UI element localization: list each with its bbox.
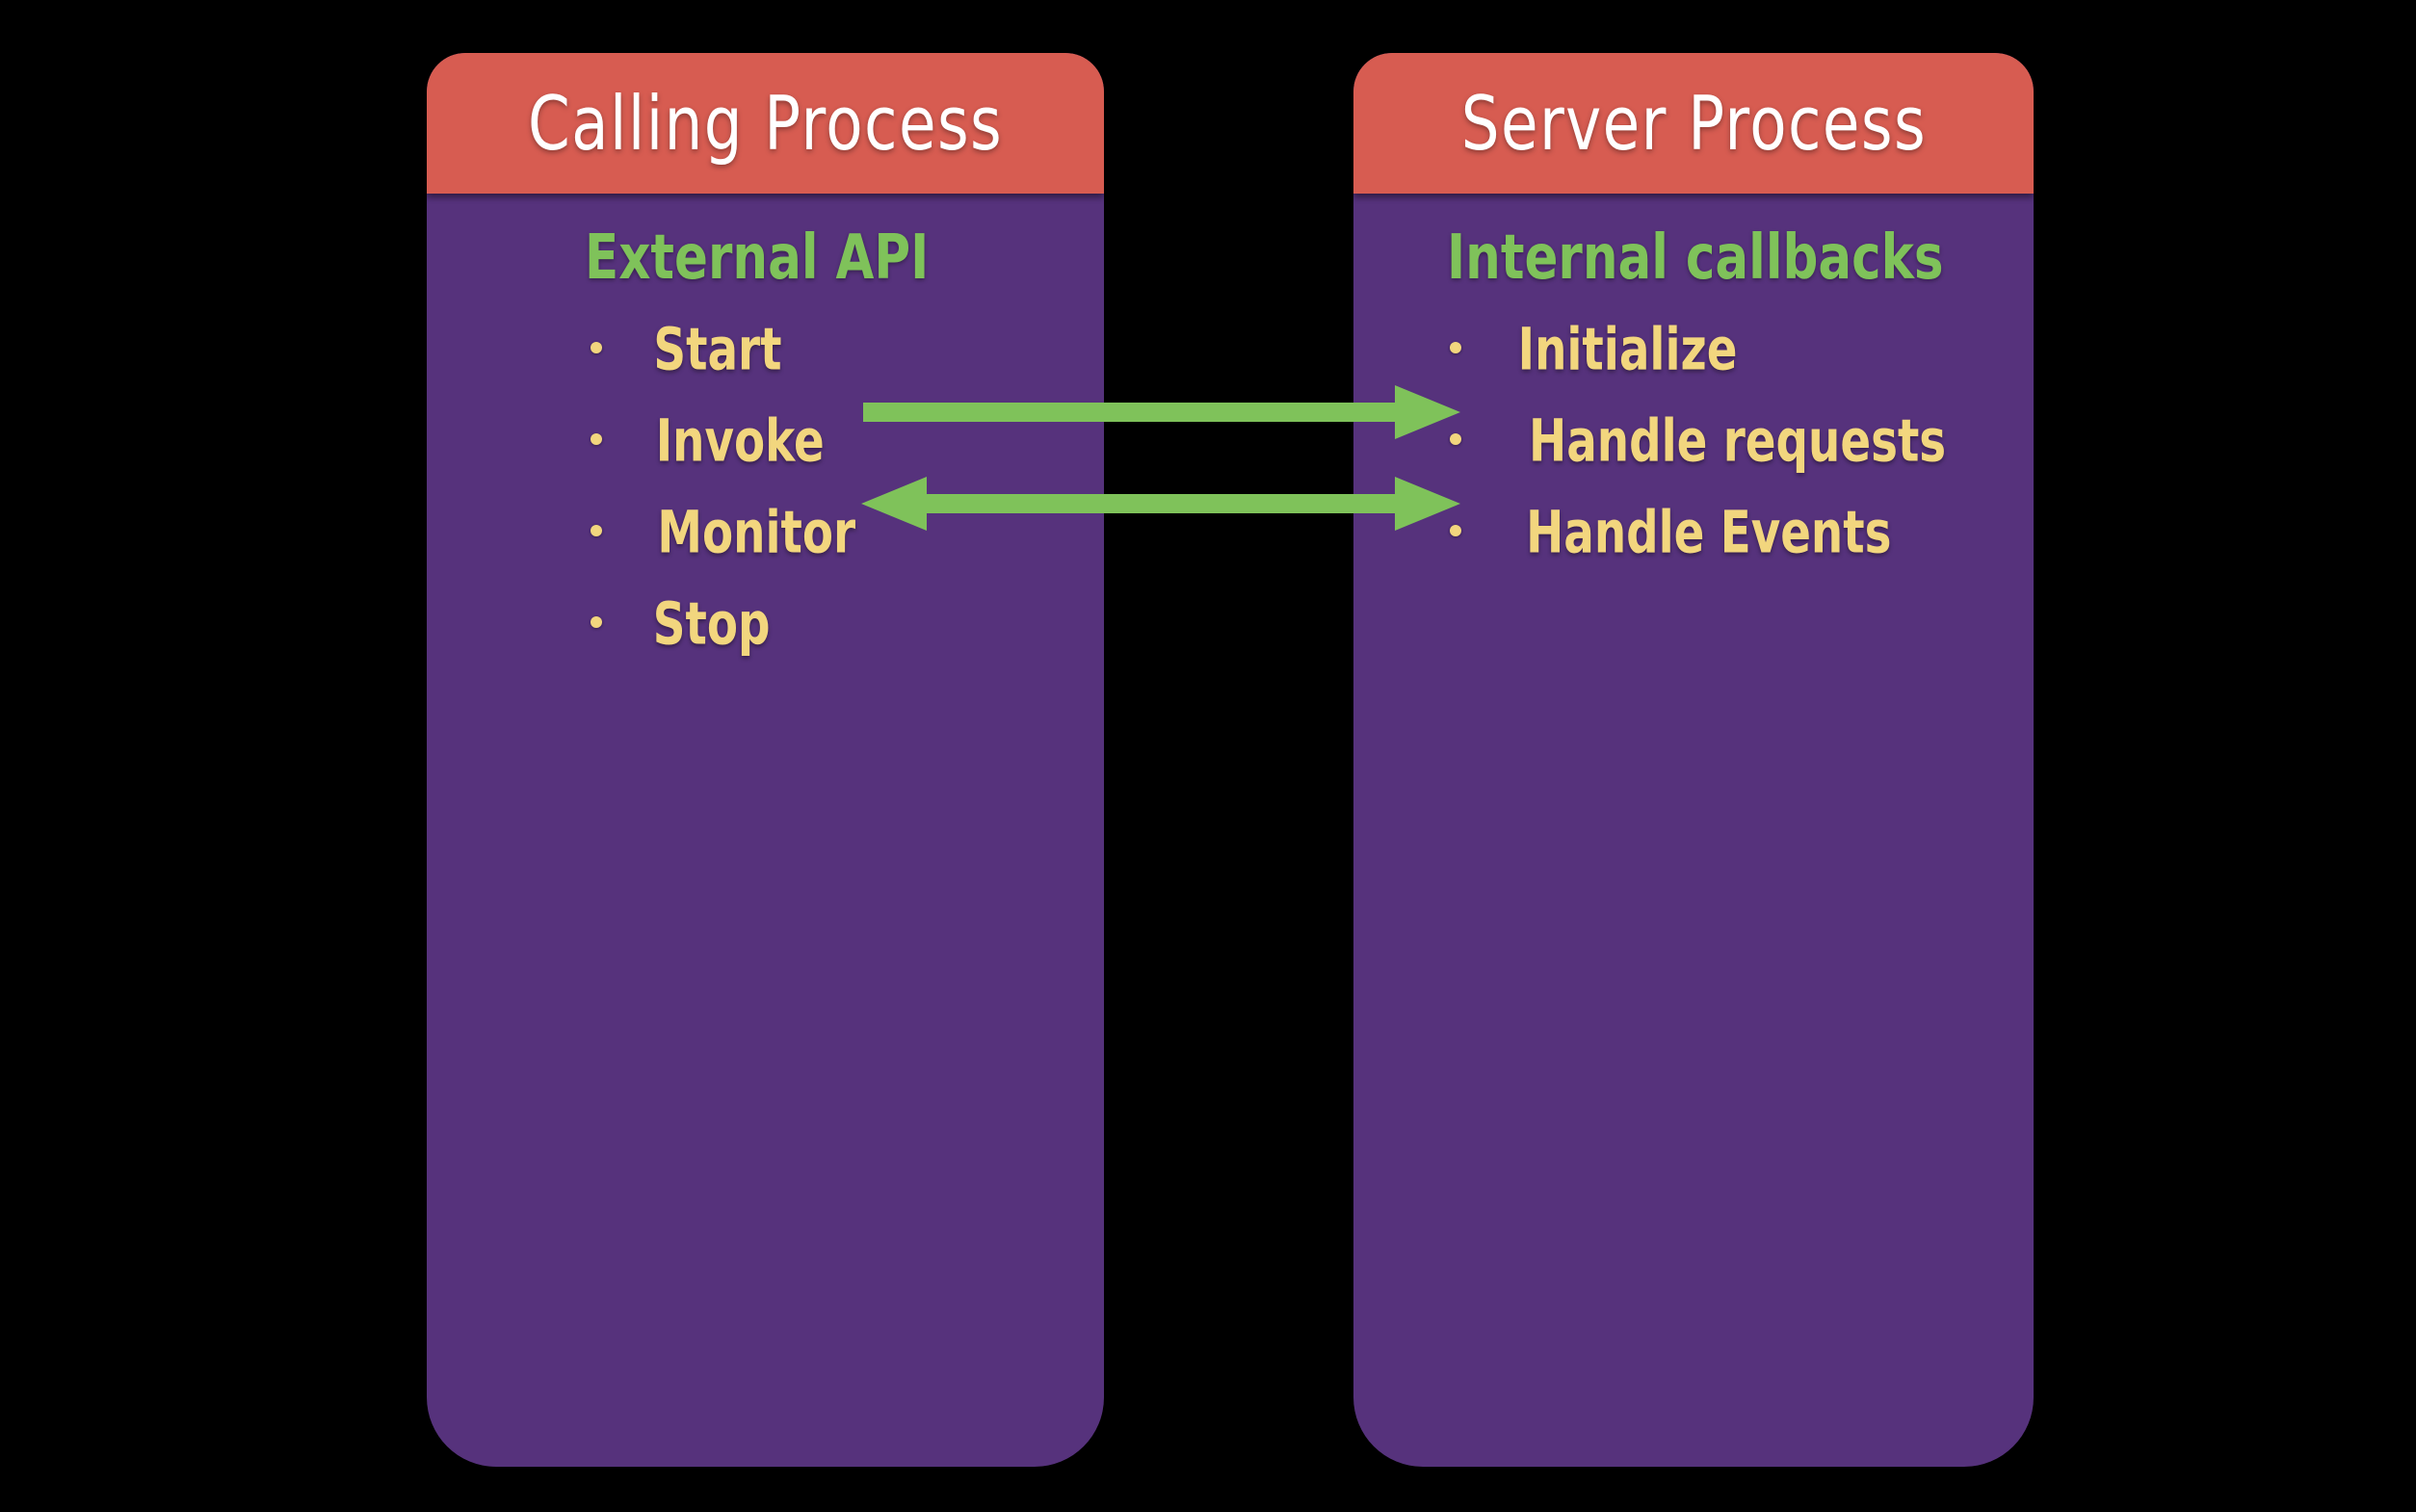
list-item: Stop	[591, 596, 1104, 691]
bullet-dot-icon	[1450, 433, 1461, 445]
list-item: Invoke	[591, 413, 1104, 508]
bullet-dot-icon	[591, 525, 602, 536]
bullet-label: Handle requests	[1529, 408, 1947, 476]
panel-body-server-process: Internal callbacks Initialize Handle req…	[1353, 194, 2034, 600]
bullet-label: Monitor	[657, 500, 856, 567]
panel-title: Calling Process	[527, 79, 1004, 168]
bullet-label: Start	[653, 317, 782, 384]
list-item: Initialize	[1450, 322, 2034, 417]
bullet-dot-icon	[591, 342, 602, 353]
bullet-dot-icon	[1450, 342, 1461, 353]
panel-title: Server Process	[1460, 79, 1927, 168]
section-heading-external-api: External API	[585, 222, 930, 294]
panel-body-calling-process: External API Start Invoke Monitor Stop	[427, 194, 1104, 691]
bullet-dot-icon	[1450, 525, 1461, 536]
panel-server-process: Server Process Internal callbacks Initia…	[1353, 53, 2034, 1467]
panel-header-server-process: Server Process	[1353, 53, 2034, 194]
bullet-label: Initialize	[1517, 317, 1738, 384]
list-item: Start	[591, 322, 1104, 417]
list-item: Monitor	[591, 500, 1104, 600]
section-heading-internal-callbacks: Internal callbacks	[1447, 222, 1944, 294]
bullet-list-internal-callbacks: Initialize Handle requests Handle Events	[1450, 322, 2034, 600]
bullet-label: Invoke	[655, 408, 825, 476]
panel-calling-process: Calling Process External API Start Invok…	[427, 53, 1104, 1467]
bullet-list-external-api: Start Invoke Monitor Stop	[591, 322, 1104, 691]
bullet-label: Stop	[652, 591, 771, 659]
panel-header-calling-process: Calling Process	[427, 53, 1104, 194]
bullet-label: Handle Events	[1526, 500, 1892, 567]
list-item: Handle Events	[1450, 500, 2034, 600]
bullet-dot-icon	[591, 616, 602, 628]
bullet-dot-icon	[591, 433, 602, 445]
list-item: Handle requests	[1450, 413, 2034, 508]
